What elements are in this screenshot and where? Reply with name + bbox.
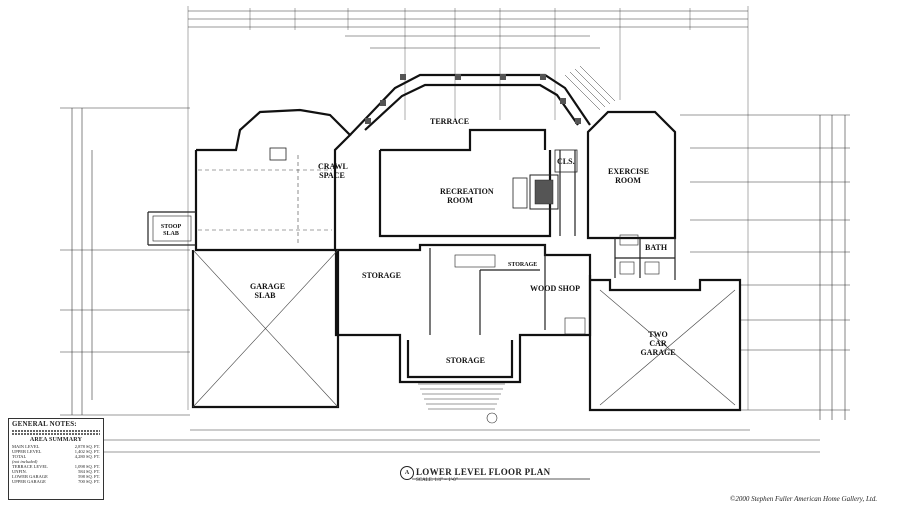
- room-label-two-car-garage: TWO CAR GARAGE: [640, 330, 676, 357]
- drawing-title: LOWER LEVEL FLOOR PLAN: [416, 467, 551, 477]
- room-label-bath: BATH: [645, 243, 668, 252]
- drawing-scale: SCALE: 1/4" = 1'-0": [416, 478, 458, 483]
- area-summary-heading: AREA SUMMARY: [29, 437, 83, 443]
- room-label-recreation-room: RECREATION ROOM: [440, 187, 494, 205]
- area-row: UNFIN.584 SQ. FT.: [12, 469, 100, 474]
- notes-line: [12, 430, 100, 432]
- room-label-storage-left: STORAGE: [362, 271, 401, 280]
- room-label-wood-shop: WOOD SHOP: [530, 284, 581, 293]
- room-label-garage-slab: GARAGE SLAB: [250, 282, 286, 300]
- general-notes-heading: GENERAL NOTES:: [12, 420, 77, 428]
- room-label-storage-bottom: STORAGE: [446, 356, 485, 365]
- room-label-terrace: TERRACE: [430, 117, 470, 126]
- not-included-label: (not included): [12, 459, 38, 464]
- notes-line: [12, 433, 100, 435]
- copyright-notice: ©2000 Stephen Fuller American Home Galle…: [730, 495, 878, 503]
- section-marker-icon: A: [400, 466, 414, 480]
- room-label-crawl-space: CRAWL SPACE: [318, 162, 348, 180]
- room-label-cls: CLS.: [557, 157, 575, 166]
- room-label-storage-small: STORAGE: [508, 262, 538, 268]
- room-label-exercise-room: EXERCISE ROOM: [608, 167, 649, 185]
- room-label-stoop-slab: STOOP SLAB: [160, 224, 182, 237]
